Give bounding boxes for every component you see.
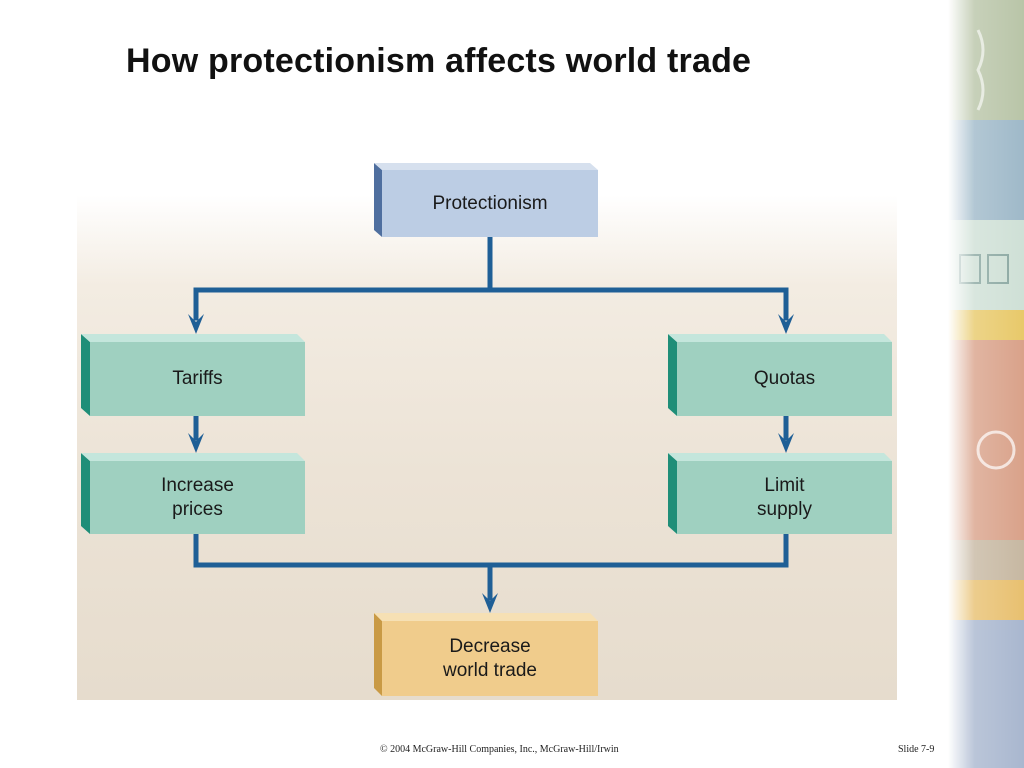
decorative-side-strip bbox=[948, 0, 1024, 768]
arrowhead-to-quotas bbox=[778, 314, 794, 334]
footer-slide-number: Slide 7-9 bbox=[898, 744, 935, 755]
footer-copyright: © 2004 McGraw-Hill Companies, Inc., McGr… bbox=[380, 744, 619, 755]
node-tariffs bbox=[81, 334, 305, 416]
node-quotas bbox=[668, 334, 892, 416]
node-increase-prices bbox=[81, 453, 305, 534]
label-quotas: Quotas bbox=[753, 368, 816, 389]
connector-lines bbox=[193, 234, 789, 601]
arrowheads bbox=[188, 314, 794, 613]
arrowhead-to-tariffs bbox=[188, 314, 204, 334]
arrowhead-to-limit-supply bbox=[778, 433, 794, 453]
label-decrease-world-trade: Decrease world trade bbox=[443, 635, 537, 681]
arrowhead-to-increase-prices bbox=[188, 433, 204, 453]
node-protectionism bbox=[374, 163, 598, 237]
label-limit-supply: Limit supply bbox=[757, 474, 812, 520]
label-tariffs: Tariffs bbox=[172, 368, 223, 389]
label-increase-prices: Increase prices bbox=[161, 474, 234, 520]
node-decrease-world-trade bbox=[374, 613, 598, 696]
slide-title: How protectionism affects world trade bbox=[126, 42, 752, 80]
node-limit-supply bbox=[668, 453, 892, 534]
label-protectionism: Protectionism bbox=[432, 192, 548, 214]
arrowhead-to-decrease-world-trade bbox=[482, 593, 498, 613]
